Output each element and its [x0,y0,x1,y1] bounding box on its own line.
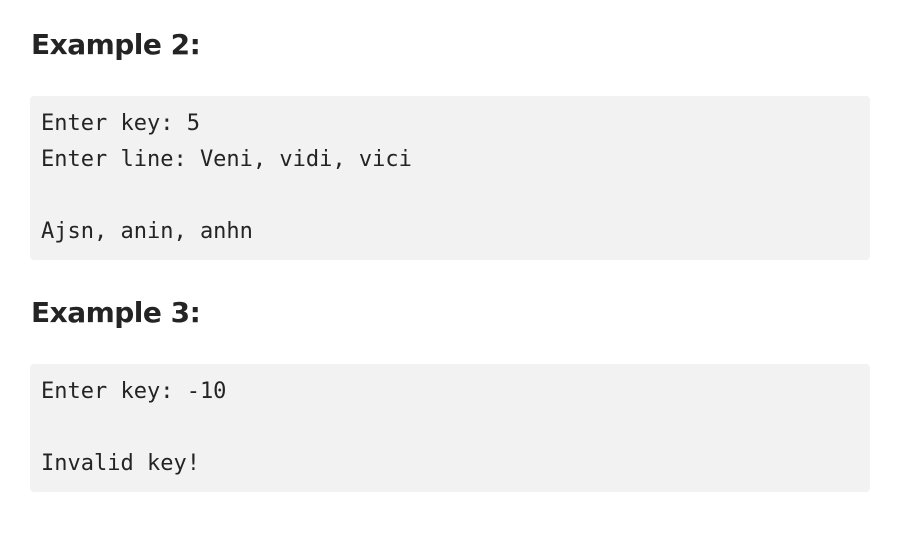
example-2-code-block[interactable]: Enter key: 5 Enter line: Veni, vidi, vici… [30,96,870,260]
example-3-code-line-2 [41,410,859,446]
example-3-code-line-1: Enter key: -10 [41,379,227,404]
example-3-code-line-3: Invalid key! [41,451,200,476]
example-2-code-line-1: Enter key: 5 [41,111,200,136]
example-2-code-line-2: Enter line: Veni, vidi, vici [41,147,412,172]
example-2-code-line-4: Ajsn, anin, anhn [41,219,253,244]
example-2-code-line-3 [41,178,859,214]
example-3-heading: Example 3: [31,296,201,329]
example-2-heading: Example 2: [31,28,201,61]
